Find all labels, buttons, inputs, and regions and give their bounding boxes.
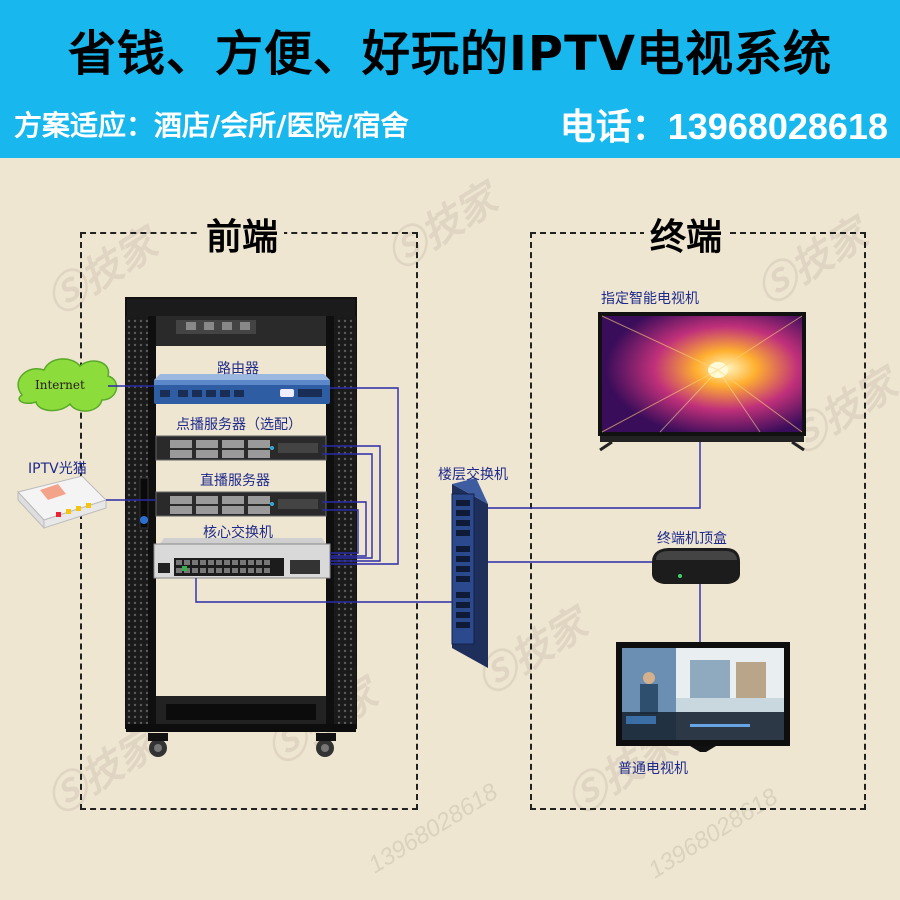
smart-tv-label: 指定智能电视机 [601, 291, 699, 307]
live-server-label: 直播服务器 [200, 473, 270, 489]
smart-tv-device [598, 312, 806, 452]
vod-server-device [155, 435, 327, 461]
internet-cloud [17, 358, 118, 412]
iptv-modem [17, 475, 107, 530]
vod-server-label: 点播服务器（选配） [176, 417, 302, 433]
router-label: 路由器 [217, 361, 259, 377]
router-device [154, 374, 330, 404]
floor-switch-device [451, 478, 488, 668]
regular-tv-device [616, 642, 790, 752]
scope-text: 方案适应：酒店/会所/医院/宿舍 [14, 109, 409, 142]
live-server-device [155, 491, 327, 517]
core-switch-device [153, 538, 331, 579]
front-end-title: 前端 [200, 208, 285, 260]
terminal-title: 终端 [644, 208, 729, 260]
set-top-box-device [652, 548, 740, 584]
modem-label: IPTV光猫 [28, 461, 87, 477]
server-rack [125, 297, 357, 757]
floor-switch-label: 楼层交换机 [438, 467, 508, 483]
phone-text: 电话：13968028618 [559, 106, 888, 147]
page-title: 省钱、方便、好玩的IPTV电视系统 [68, 26, 832, 82]
header-banner: 省钱、方便、好玩的IPTV电视系统 方案适应：酒店/会所/医院/宿舍 电话：13… [0, 0, 900, 158]
internet-label: Internet [35, 378, 85, 392]
core-switch-label: 核心交换机 [203, 525, 273, 541]
stb-label: 终端机顶盒 [657, 531, 727, 547]
connection-lines [106, 385, 701, 642]
regular-tv-label: 普通电视机 [618, 761, 688, 777]
